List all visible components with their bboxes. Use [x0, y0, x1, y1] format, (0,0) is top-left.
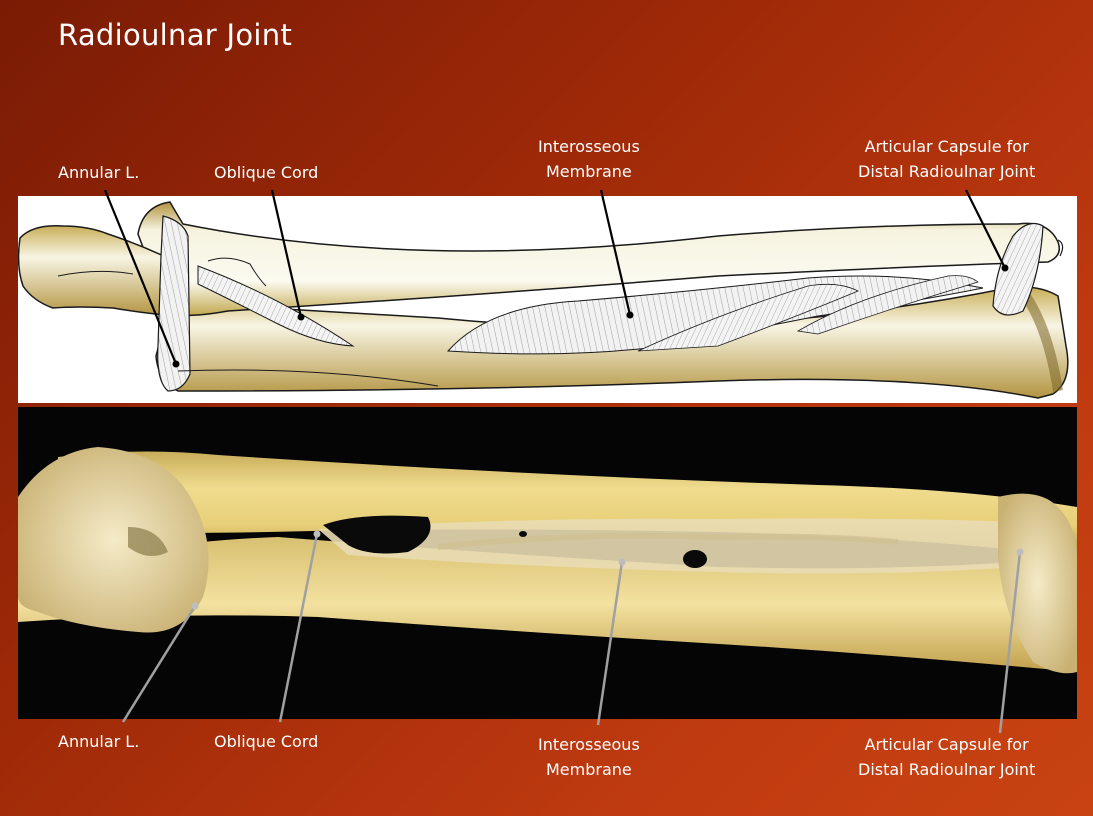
slide-title: Radioulnar Joint — [58, 18, 293, 52]
annular-ligament-shape — [157, 215, 191, 392]
radius-shape — [137, 201, 1060, 317]
forearm-illustration-svg — [18, 201, 1069, 399]
label-capsule-top: Articular Capsule for Distal Radioulnar … — [858, 137, 1036, 181]
articular-capsule-shape — [992, 223, 1044, 316]
label-oblique-top: Oblique Cord — [214, 163, 319, 182]
label-annular-top: Annular L. — [58, 163, 140, 182]
label-annular-bottom: Annular L. — [58, 732, 140, 751]
label-capsule-bottom: Articular Capsule for Distal Radioulnar … — [858, 735, 1036, 779]
forearm-specimen-photo — [18, 407, 1077, 719]
forearm-specimen-svg — [18, 447, 1077, 674]
label-interosseous-bottom: Interosseous Membrane — [538, 735, 640, 779]
label-oblique-bottom: Oblique Cord — [214, 732, 319, 751]
forearm-illustration — [18, 196, 1077, 403]
label-interosseous-top: Interosseous Membrane — [538, 137, 640, 181]
